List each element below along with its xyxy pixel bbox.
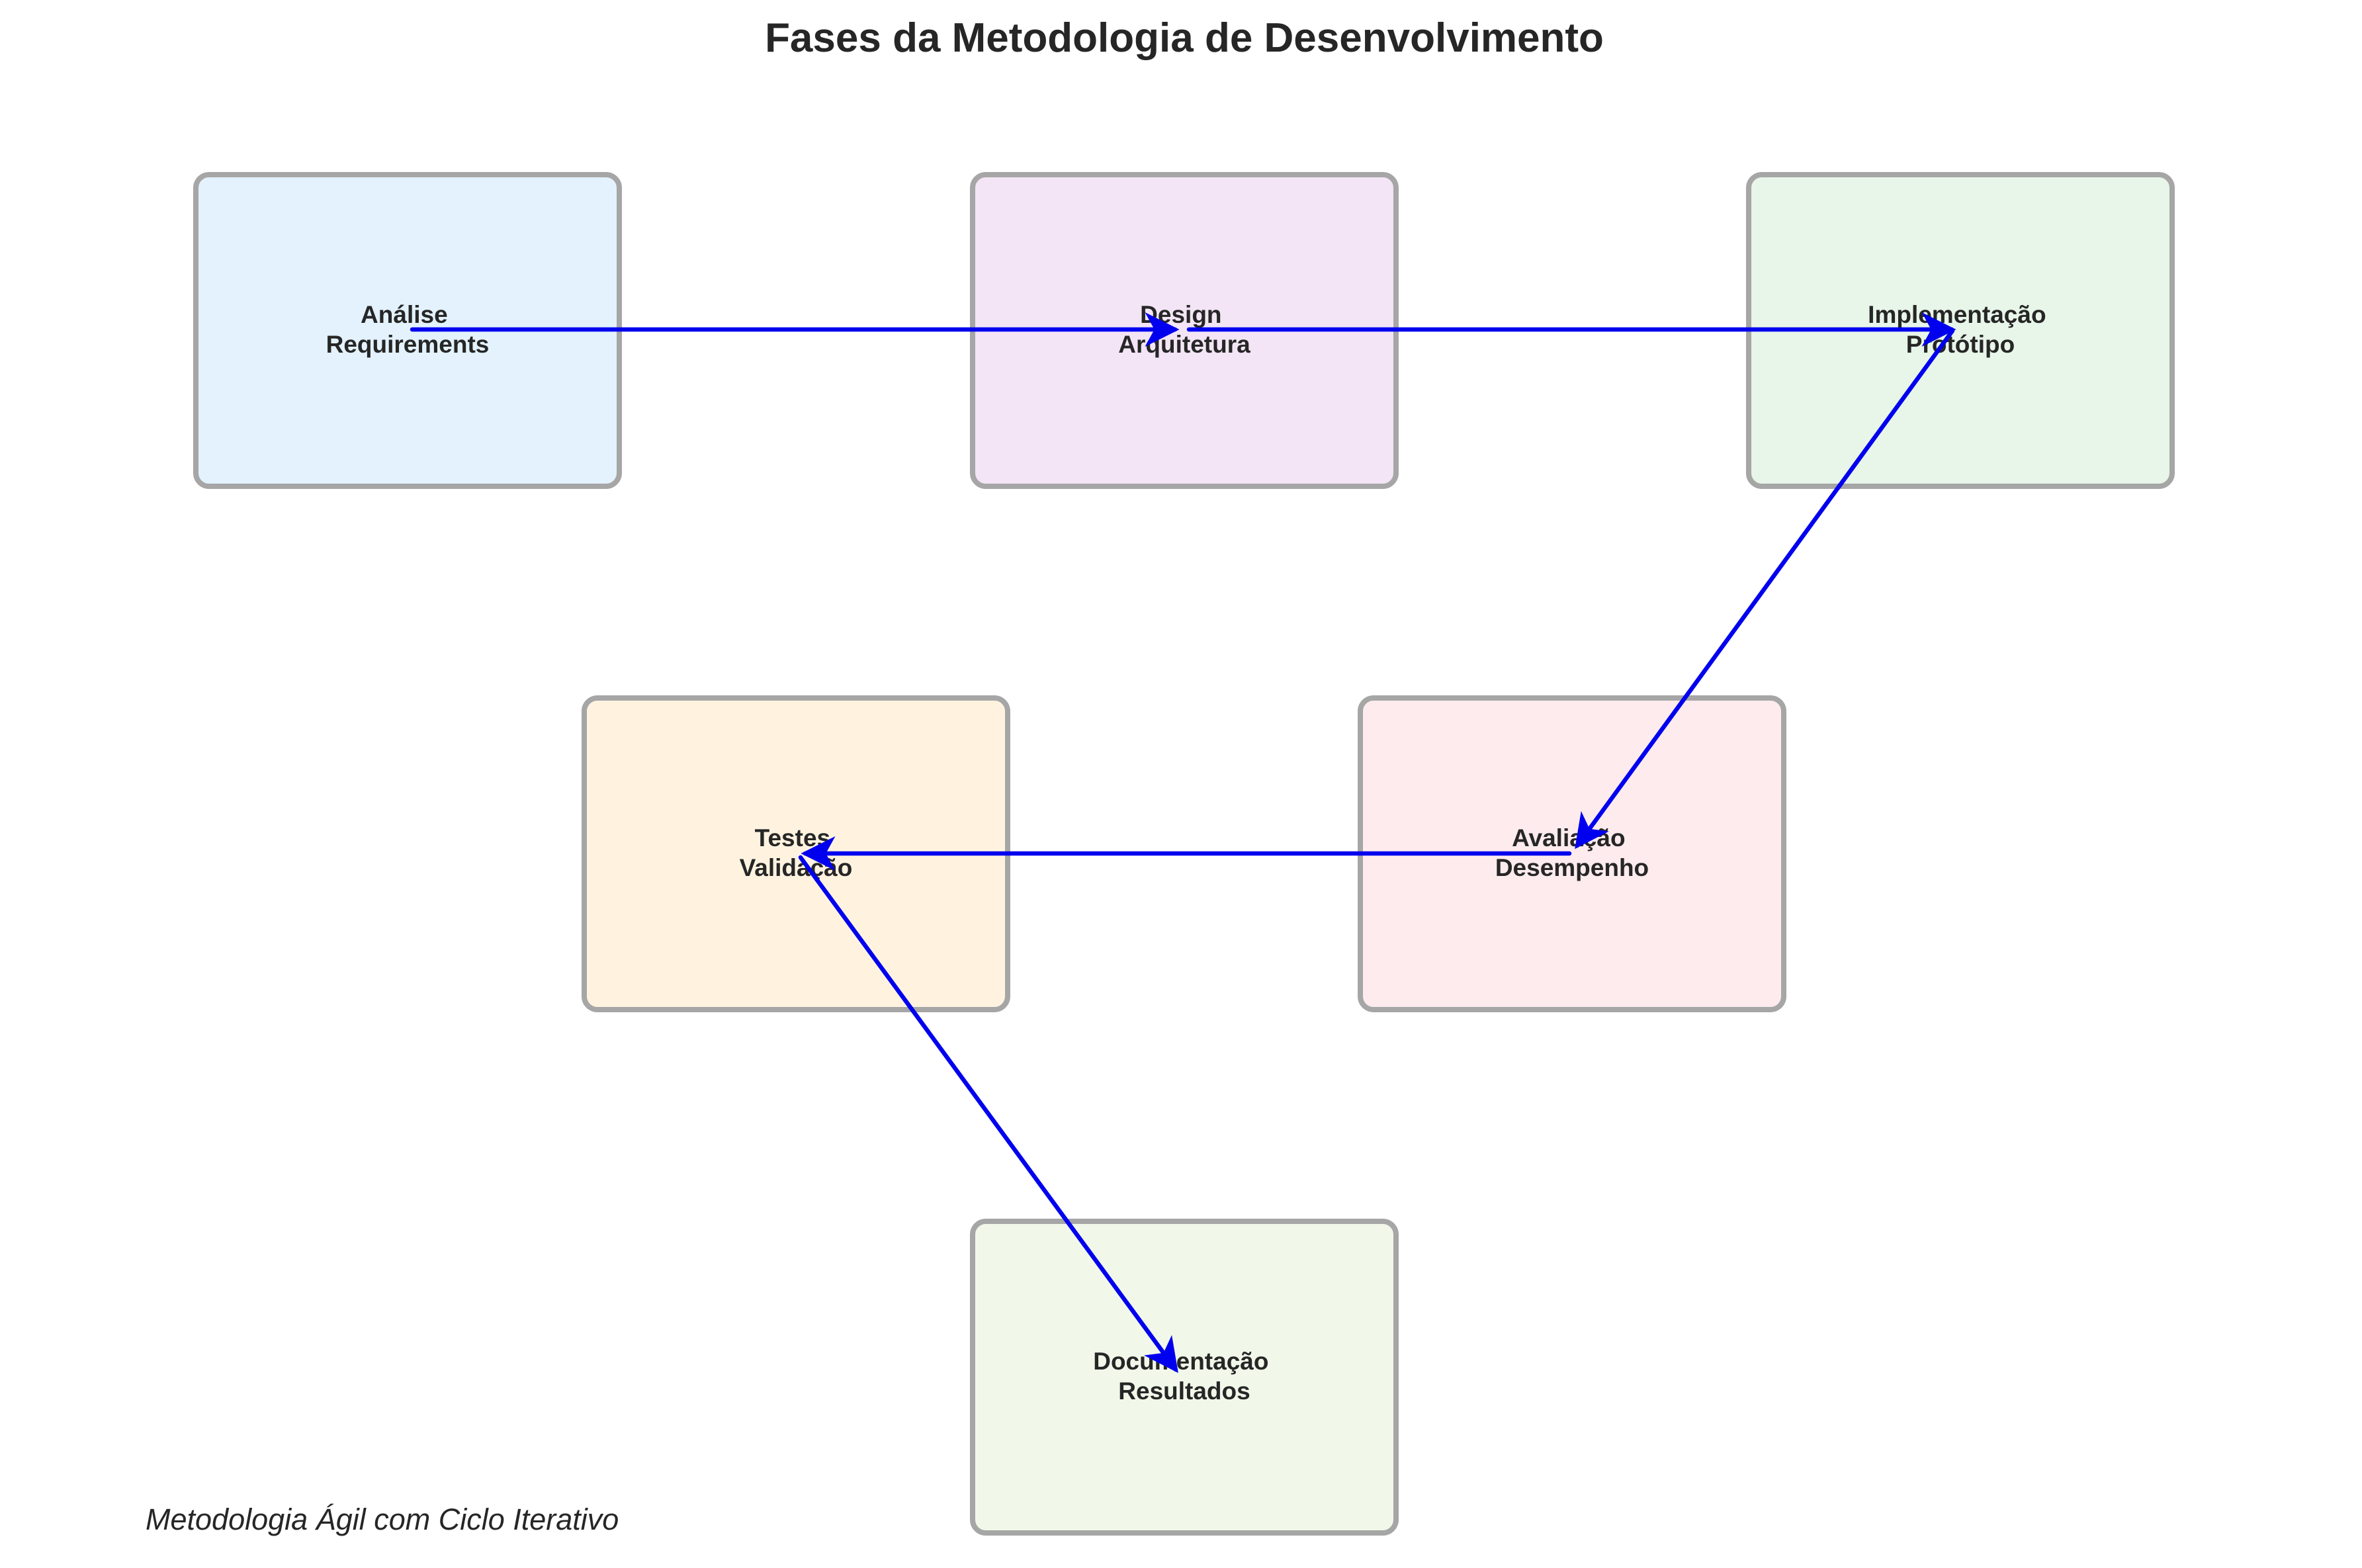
phase-title: Documentação <box>1093 1348 1268 1375</box>
phase-title: Avaliação <box>1512 824 1625 851</box>
phase-subtitle: Desempenho <box>1495 854 1649 881</box>
svg-text:Análise Requirements: Análise Requirements <box>326 301 490 358</box>
footer-caption: Metodologia Ágil com Ciclo Iterativo <box>146 1503 619 1536</box>
flow-arrow <box>798 855 1178 1373</box>
phase-box-testes: Testes Validação <box>582 695 1010 1012</box>
phase-title: Testes <box>755 824 831 851</box>
phase-subtitle: Arquitetura <box>1118 331 1250 358</box>
phase-subtitle: Requirements <box>326 331 490 358</box>
svg-text:Documentação Resultados: Documentação Resultados <box>1093 1348 1276 1405</box>
phase-subtitle: Resultados <box>1118 1377 1250 1405</box>
flow-arrow <box>1575 328 1955 849</box>
diagram-title: Fases da Metodologia de Desenvolvimento <box>765 15 1604 61</box>
phase-subtitle: Protótipo <box>1906 331 2015 358</box>
phase-box-documentacao: Documentação Resultados <box>970 1219 1399 1536</box>
phase-title: Análise <box>361 301 448 328</box>
flow-arrows <box>410 312 1956 1373</box>
phase-title: Implementação <box>1868 301 2046 328</box>
phase-subtitle: Validação <box>740 854 853 881</box>
phase-title: Design <box>1140 301 1221 328</box>
phase-box-background <box>970 1219 1399 1536</box>
